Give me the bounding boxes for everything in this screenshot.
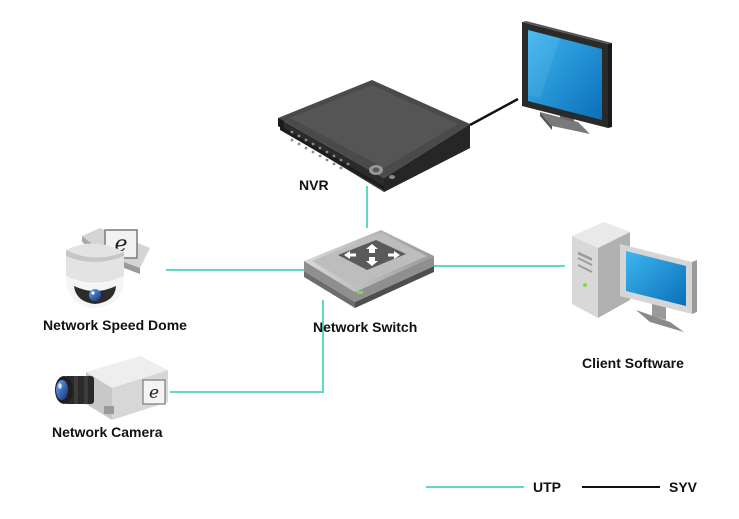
- client-software-label: Client Software: [582, 355, 684, 371]
- monitor-icon: [522, 21, 612, 134]
- client-pc-icon: [572, 222, 697, 332]
- speed-dome-camera-icon: e: [66, 228, 150, 308]
- utp-link-camera-switch: [170, 300, 324, 393]
- legend-utp-label: UTP: [533, 479, 561, 495]
- svg-text:e: e: [149, 383, 159, 403]
- speed-dome-label: Network Speed Dome: [43, 317, 187, 333]
- connections: [166, 97, 565, 393]
- syv-link-nvr-monitor: [469, 97, 519, 127]
- camera-label: Network Camera: [52, 424, 163, 440]
- nvr-recorder-icon: [278, 80, 470, 192]
- switch-label: Network Switch: [313, 319, 418, 335]
- network-switch-icon: [304, 230, 434, 308]
- legend-syv-label: SYV: [669, 479, 698, 495]
- nvr-label: NVR: [299, 177, 329, 193]
- bullet-camera-icon: e: [55, 356, 168, 420]
